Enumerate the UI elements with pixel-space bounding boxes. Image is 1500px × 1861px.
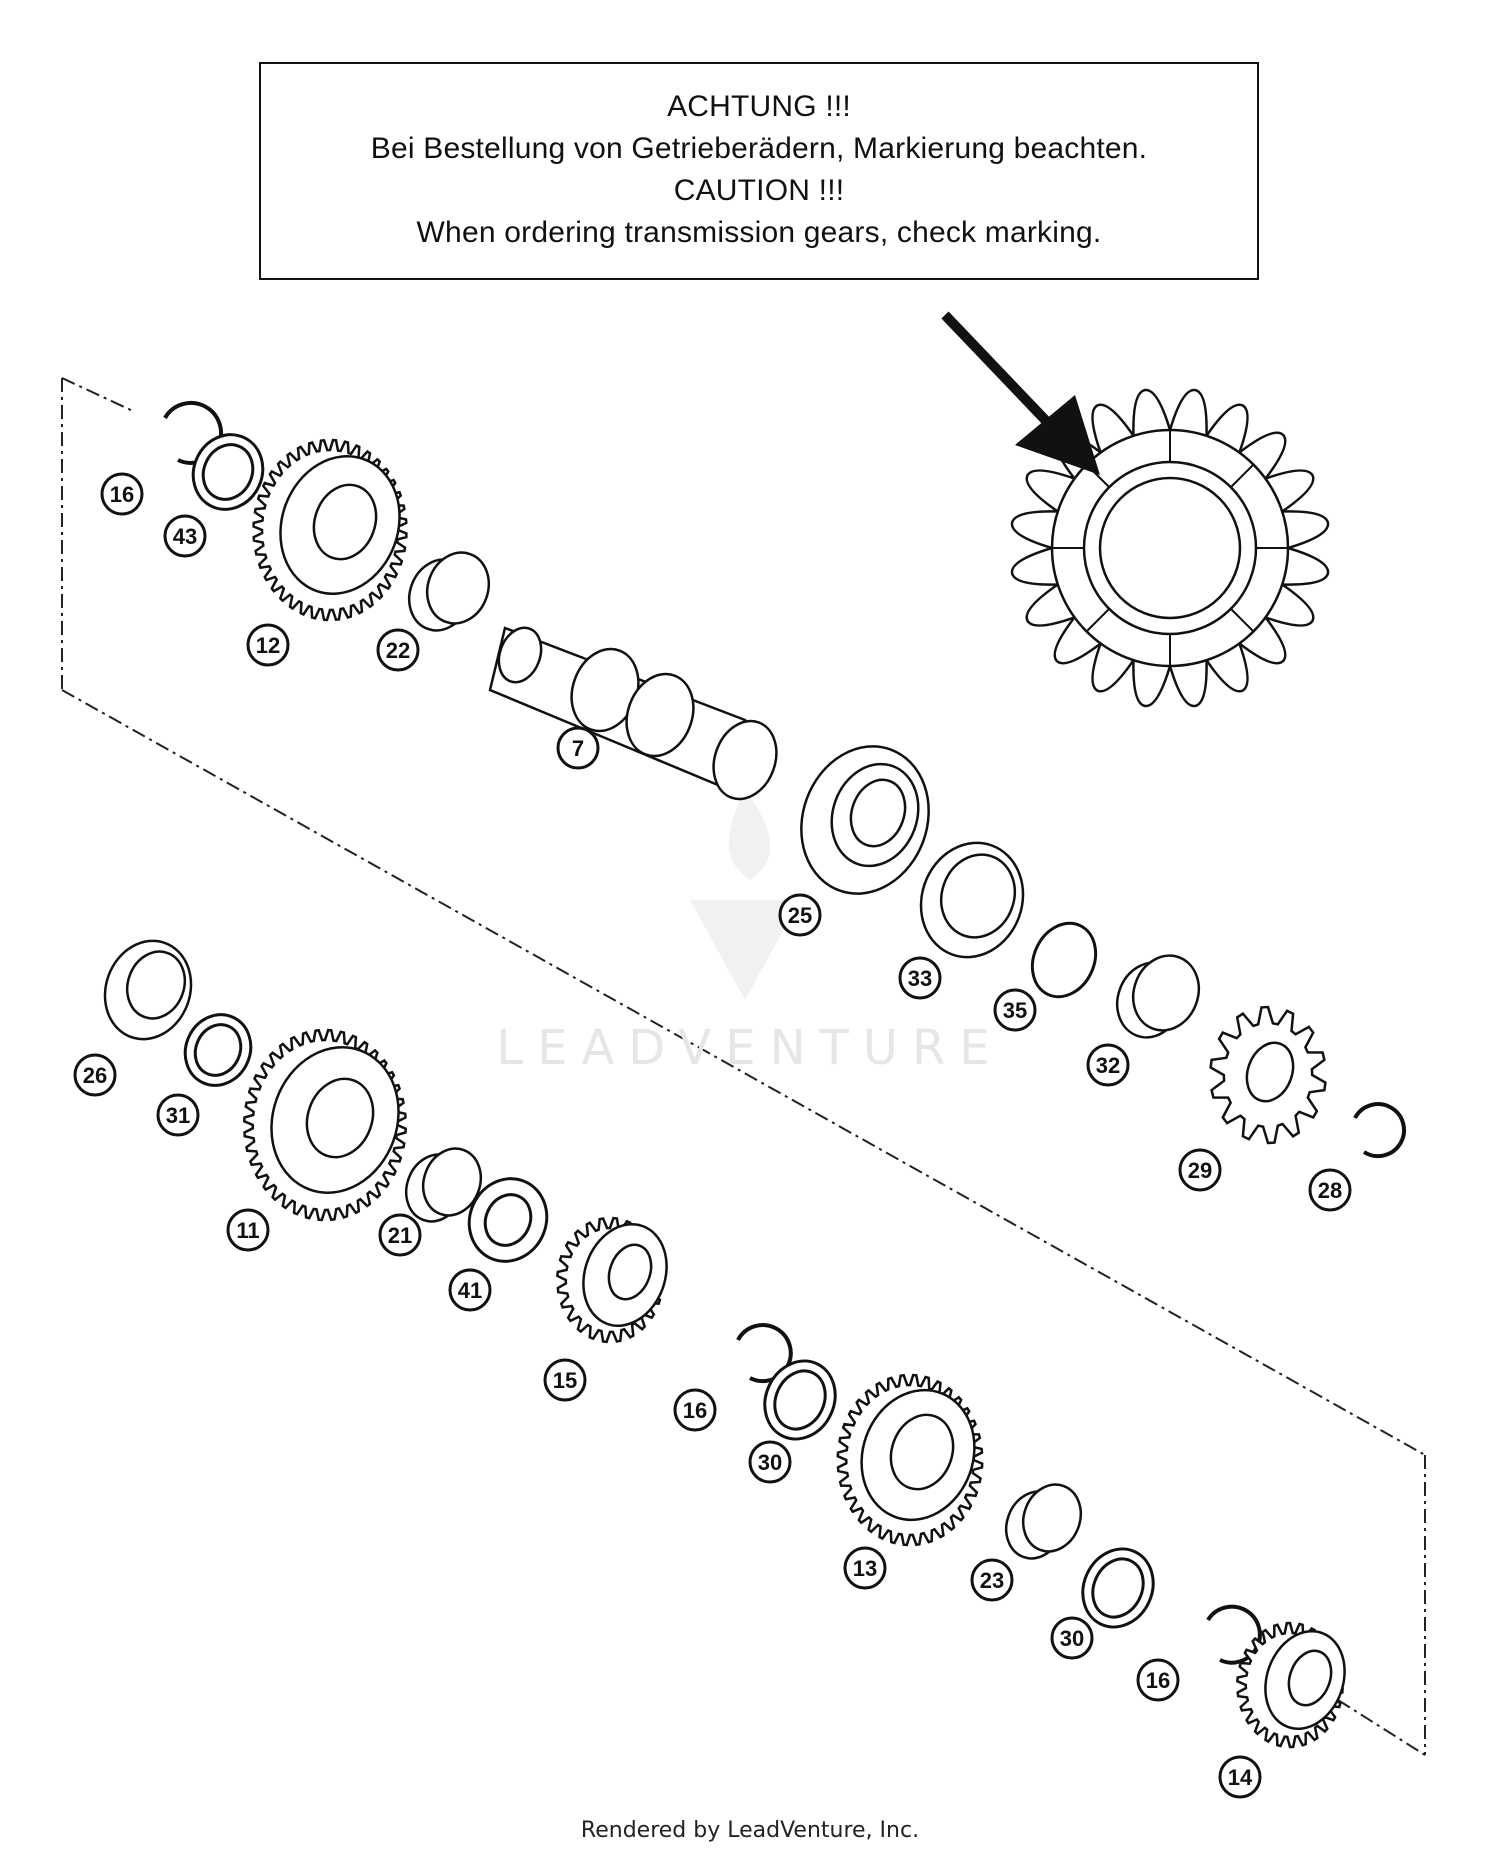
callout-p12: 12 <box>256 633 280 658</box>
callout-circle-p26 <box>73 1053 117 1097</box>
gear-15 <box>556 1216 668 1344</box>
callout-circle-p28 <box>1308 1168 1352 1212</box>
callout-p15: 15 <box>553 1368 577 1393</box>
notice-line-en-text: When ordering transmission gears, check … <box>416 216 1102 249</box>
callout-p35: 35 <box>1003 998 1027 1023</box>
callout-p31: 31 <box>166 1103 190 1128</box>
callout-circle-p14 <box>1218 1755 1262 1799</box>
callout-circle-p43 <box>163 514 207 558</box>
marking-arrow <box>941 311 1100 475</box>
callout-circle-p21 <box>378 1213 422 1257</box>
callout-p30b: 30 <box>1060 1626 1084 1651</box>
marking-detail-gear <box>1010 388 1330 708</box>
callout-circle-p33 <box>898 956 942 1000</box>
callout-labels: 16 43 12 22 7 25 33 35 32 29 28 26 31 11 21 41 15 16 30 13 2… <box>73 472 1352 1799</box>
callout-p25: 25 <box>788 903 812 928</box>
watermark-text: LEADVENTURE <box>496 1020 1004 1076</box>
callout-p23: 23 <box>980 1568 1004 1593</box>
callout-p21: 21 <box>388 1223 412 1248</box>
callout-circle-p22 <box>376 628 420 672</box>
notice-line-de-title: ACHTUNG !!! <box>667 90 851 123</box>
callout-circle-p41 <box>448 1268 492 1312</box>
callout-circle-p16c <box>1136 1658 1180 1702</box>
sprocket-29 <box>1209 1005 1327 1145</box>
callout-circle-p23 <box>970 1558 1014 1602</box>
notice-line-en-title: CAUTION !!! <box>673 174 845 207</box>
callout-circle-p11 <box>226 1208 270 1252</box>
callout-p11: 11 <box>236 1218 259 1243</box>
callout-p30a: 30 <box>758 1450 782 1475</box>
gear-14 <box>1236 1621 1346 1749</box>
callout-p28: 28 <box>1318 1178 1342 1203</box>
callout-circle-p15 <box>543 1358 587 1402</box>
callout-p16b: 16 <box>683 1398 707 1423</box>
ball-bearing <box>103 745 1025 1041</box>
footer-credit: Rendered by LeadVenture, Inc. <box>580 1818 920 1843</box>
callout-circle-p31 <box>156 1093 200 1137</box>
gear-11 <box>243 1028 407 1222</box>
callout-p14: 14 <box>1228 1765 1253 1790</box>
needle-bearing <box>404 551 1201 1560</box>
callout-circle-p30a <box>748 1440 792 1484</box>
callout-circle-p29 <box>1178 1148 1222 1192</box>
callout-circle-p32 <box>1086 1043 1130 1087</box>
callout-p43: 43 <box>173 524 197 549</box>
callout-p7: 7 <box>572 736 584 761</box>
leadventure-logo <box>690 790 800 1000</box>
callout-p32: 32 <box>1096 1053 1120 1078</box>
callout-circle-p7 <box>556 726 600 770</box>
callout-p33: 33 <box>908 966 932 991</box>
callout-p22: 22 <box>386 638 410 663</box>
main-shaft-7 <box>488 626 778 801</box>
callout-circle-p25 <box>778 893 822 937</box>
gear-12 <box>252 438 408 622</box>
callout-p13: 13 <box>853 1556 877 1581</box>
callout-circle-p16b <box>673 1388 717 1432</box>
callout-p41: 41 <box>458 1278 482 1303</box>
callout-p29: 29 <box>1188 1158 1212 1183</box>
notice-line-de-text: Bei Bestellung von Getrieberädern, Marki… <box>370 132 1148 165</box>
assembly-outline <box>61 377 1426 1756</box>
caution-notice: ACHTUNG !!! Bei Bestellung von Getrieber… <box>259 62 1259 280</box>
callout-circle-p16a <box>100 472 144 516</box>
callout-p16a: 16 <box>110 482 134 507</box>
callout-circle-p30b <box>1050 1616 1094 1660</box>
callout-circle-p35 <box>993 988 1037 1032</box>
callout-circle-p12 <box>246 623 290 667</box>
callout-circle-p13 <box>843 1546 887 1590</box>
callout-p16c: 16 <box>1146 1668 1170 1693</box>
callout-p26: 26 <box>83 1063 107 1088</box>
thrust-washer <box>183 433 1155 1629</box>
gear-13 <box>836 1373 984 1547</box>
